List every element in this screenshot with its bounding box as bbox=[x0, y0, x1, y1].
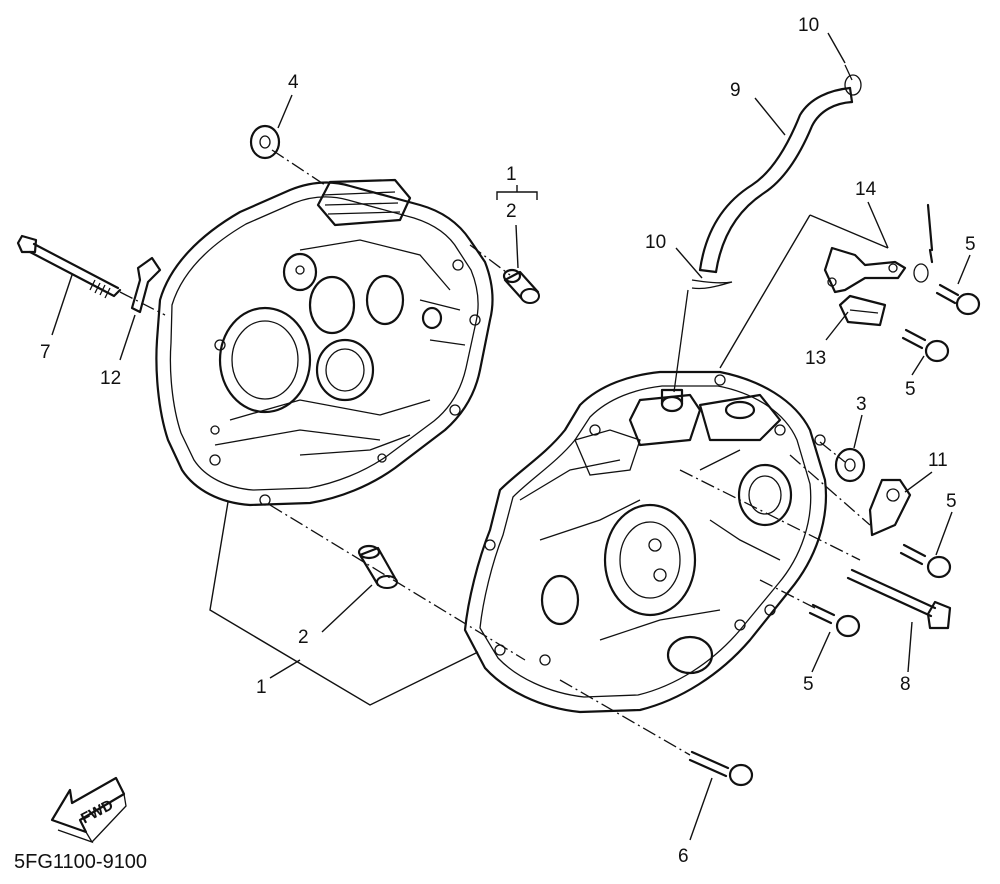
centerline-left bbox=[269, 504, 526, 661]
hose-clip-part-10-mid bbox=[691, 279, 733, 290]
leader-6 bbox=[689, 777, 713, 841]
centerline-washer3 bbox=[819, 441, 846, 463]
bracket-part-14 bbox=[823, 246, 907, 294]
callout-5-b: 5 bbox=[905, 379, 916, 400]
clip-part-12 bbox=[130, 256, 162, 314]
bolt-part-5-c bbox=[899, 543, 952, 579]
callout-11: 11 bbox=[928, 450, 948, 471]
callout-6: 6 bbox=[678, 846, 689, 867]
callout-12: 12 bbox=[100, 368, 121, 389]
leader-hose-to-case bbox=[673, 289, 689, 393]
leader-5a bbox=[957, 254, 971, 285]
bolt-part-5-a bbox=[935, 283, 981, 316]
centerline-right bbox=[679, 469, 861, 561]
leader-2-bottom bbox=[321, 584, 373, 633]
callout-2-top: 2 bbox=[506, 201, 517, 222]
leader-5d bbox=[811, 631, 831, 673]
bolt-part-6 bbox=[688, 750, 754, 787]
centerline-bolt5d bbox=[759, 579, 816, 609]
right-crankcase-half bbox=[463, 370, 827, 714]
centerline-bolt7 bbox=[119, 291, 166, 316]
bracket-1-2-top bbox=[496, 185, 538, 200]
hose-clip-part-10-top bbox=[844, 64, 862, 96]
callout-1-bottom: 1 bbox=[256, 677, 267, 698]
leader-12 bbox=[119, 314, 136, 361]
callout-5-a: 5 bbox=[965, 234, 976, 255]
leader-2-top bbox=[515, 224, 519, 269]
callout-10-mid: 10 bbox=[645, 232, 666, 253]
callout-9: 9 bbox=[730, 80, 741, 101]
centerline-washer4 bbox=[271, 149, 326, 186]
leader-7 bbox=[51, 274, 73, 336]
bracket-1-bottom bbox=[209, 501, 479, 706]
bolt-part-5-d bbox=[808, 603, 861, 638]
callout-4: 4 bbox=[288, 72, 299, 93]
breather-hose-part-9 bbox=[698, 86, 854, 274]
callout-5-d: 5 bbox=[803, 674, 814, 695]
leader-11 bbox=[904, 471, 933, 493]
leader-4 bbox=[277, 94, 293, 129]
dowel-pin-part-2-top bbox=[502, 268, 540, 304]
washer-part-4 bbox=[249, 124, 281, 160]
callout-14: 14 bbox=[855, 179, 877, 200]
centerline-bottom bbox=[559, 679, 691, 756]
bolt-part-8 bbox=[846, 568, 952, 630]
centerline-bracket bbox=[789, 454, 871, 526]
callout-1-top: 1 bbox=[506, 164, 517, 185]
dowel-pin-part-2-bottom bbox=[357, 544, 398, 589]
bolt-part-5-b bbox=[901, 328, 950, 363]
wire-terminal bbox=[913, 203, 934, 283]
diagram-code: 5FG1100-9100 bbox=[14, 851, 147, 873]
leader-5c bbox=[935, 511, 953, 556]
leader-14 bbox=[719, 201, 889, 369]
centerline-top bbox=[469, 244, 511, 276]
callout-3: 3 bbox=[856, 394, 867, 415]
leader-9 bbox=[754, 97, 786, 136]
callout-2-bottom: 2 bbox=[298, 627, 309, 648]
left-crankcase-half bbox=[155, 178, 494, 507]
leader-10-top bbox=[827, 32, 846, 64]
leader-13 bbox=[825, 311, 849, 341]
plate-part-11 bbox=[868, 478, 912, 537]
callout-13: 13 bbox=[805, 348, 826, 369]
callout-5-c: 5 bbox=[946, 491, 957, 512]
callout-10-top: 10 bbox=[798, 15, 819, 36]
bolt-part-7 bbox=[16, 234, 122, 299]
leader-3 bbox=[853, 414, 863, 449]
leader-5b bbox=[911, 355, 925, 376]
fwd-arrow: FWD bbox=[50, 776, 127, 844]
callout-7: 7 bbox=[40, 342, 51, 363]
washer-part-3 bbox=[834, 447, 866, 483]
callout-8: 8 bbox=[900, 674, 911, 695]
leader-10-mid bbox=[675, 247, 703, 279]
leader-8 bbox=[907, 621, 913, 673]
clamp-part-13 bbox=[838, 294, 887, 327]
